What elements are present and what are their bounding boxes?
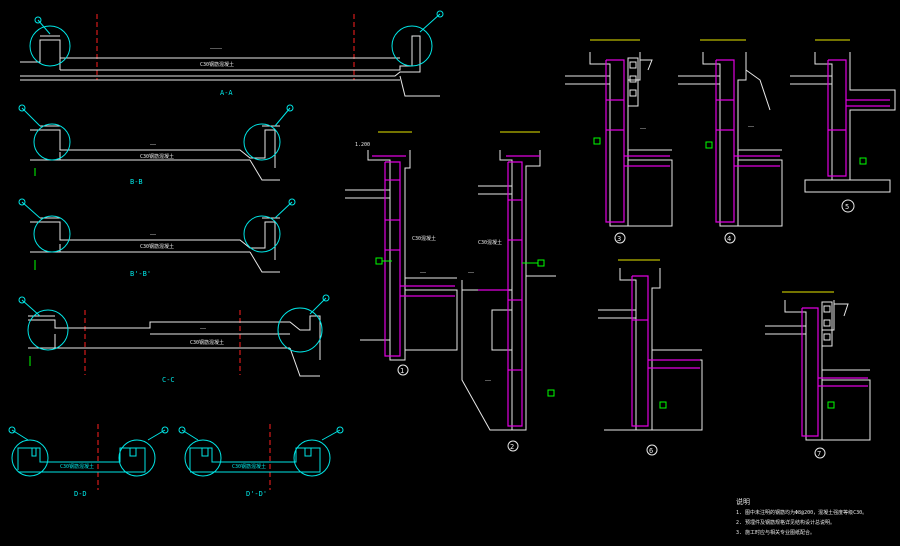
section-dd2: C30钢筋混凝土 D'-D' <box>178 424 344 498</box>
callout-marker <box>34 16 42 24</box>
section-label-aa: A-A <box>220 89 233 97</box>
section-dd: C30钢筋混凝土 D-D <box>8 424 169 498</box>
section-aa: ———— C30钢筋混凝土 A-A <box>20 10 444 97</box>
svg-text:C30钢筋混凝土: C30钢筋混凝土 <box>190 339 224 346</box>
section-bb: —— C30钢筋混凝土 B-B <box>18 104 294 186</box>
svg-text:1: 1 <box>400 367 404 375</box>
svg-text:C30钢筋混凝土: C30钢筋混凝土 <box>200 61 234 68</box>
svg-text:2: 2 <box>510 443 514 451</box>
detail-marker-7 <box>814 447 826 459</box>
detail-3: —— 3 <box>565 39 673 244</box>
section-label-cc: C-C <box>162 376 175 384</box>
detail-marker-5 <box>841 199 855 213</box>
svg-text:——: —— <box>150 142 157 148</box>
notes-line-2: 2. 预埋件及钢筋规格详见结构设计总说明。 <box>736 519 835 526</box>
notes-title: 说明 <box>736 497 750 506</box>
svg-text:————: ———— <box>210 46 223 52</box>
detail-6: 6 <box>598 259 703 456</box>
notes-line-3: 3. 施工时应与相关专业图纸配合。 <box>736 529 815 536</box>
section-bb2: —— C30钢筋混凝土 B'-B' <box>18 198 296 278</box>
svg-text:——: —— <box>200 326 207 332</box>
detail-marker-6 <box>646 444 658 456</box>
svg-text:C30钢筋混凝土: C30钢筋混凝土 <box>140 243 174 250</box>
section-label-bb: B-B <box>130 178 143 186</box>
notes-line-1: 1. 图中未注明的钢筋均为Φ8@200，混凝土强度等级C30。 <box>736 509 867 516</box>
section-label-bb2: B'-B' <box>130 270 151 278</box>
section-label-dd2: D'-D' <box>246 490 267 498</box>
detail-5: 5 <box>790 39 896 213</box>
svg-text:6: 6 <box>649 447 653 455</box>
detail-4: —— 4 <box>678 39 783 244</box>
svg-text:3: 3 <box>617 235 621 243</box>
svg-text:——: —— <box>420 270 427 276</box>
svg-text:——: —— <box>468 270 475 276</box>
svg-text:C30钢筋混凝土: C30钢筋混凝土 <box>232 463 266 470</box>
detail-7: 7 <box>765 291 871 459</box>
detail-marker-3 <box>614 232 626 244</box>
svg-text:7: 7 <box>817 450 821 458</box>
svg-text:4: 4 <box>727 235 731 243</box>
detail-marker-2 <box>507 440 519 452</box>
svg-text:——: —— <box>640 126 647 132</box>
svg-text:C30钢筋混凝土: C30钢筋混凝土 <box>60 463 94 470</box>
svg-text:——: —— <box>748 124 755 130</box>
svg-text:C30混凝土: C30混凝土 <box>412 235 436 242</box>
svg-text:C30钢筋混凝土: C30钢筋混凝土 <box>140 153 174 160</box>
notes-block: 说明 1. 图中未注明的钢筋均为Φ8@200，混凝土强度等级C30。 2. 预埋… <box>736 497 867 536</box>
detail-marker-1 <box>397 364 409 376</box>
section-cc: —— C30钢筋混凝土 C-C <box>18 294 330 384</box>
detail-2: —— C30混凝土 —— 2 <box>461 131 556 452</box>
detail-marker-4 <box>724 232 736 244</box>
section-label-dd: D-D <box>74 490 87 498</box>
detail-1: 1.200 C30混凝土 —— 1 <box>345 131 458 376</box>
svg-text:——: —— <box>485 378 492 384</box>
svg-text:——: —— <box>150 232 157 238</box>
svg-text:C30混凝土: C30混凝土 <box>478 239 502 246</box>
svg-text:5: 5 <box>845 203 849 211</box>
svg-text:1.200: 1.200 <box>355 142 370 148</box>
